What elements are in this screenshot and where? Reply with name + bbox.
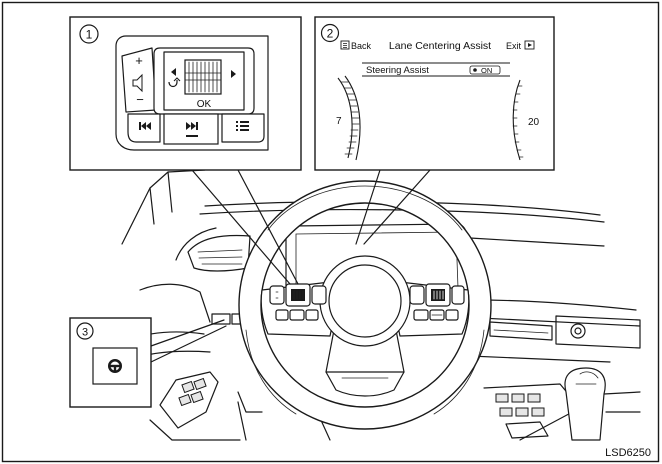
right-arrow-icon — [231, 70, 236, 78]
callout-3: 3 — [82, 327, 88, 339]
next-track-icon — [186, 122, 198, 137]
left-gauge: 7 — [336, 75, 361, 161]
inset-1-switch-panel: 1 + − OK — [69, 16, 302, 171]
back-label: Back — [351, 41, 372, 51]
left-arrow-icon — [171, 68, 176, 76]
back-icon — [340, 40, 350, 50]
inset-3-dash-switch: 3 — [69, 317, 152, 408]
left-gauge-value: 7 — [336, 116, 342, 127]
screen-title: Lane Centering Assist — [389, 40, 491, 52]
steering-assist-label: Steering Assist — [366, 65, 429, 76]
right-gauge: 20 — [512, 79, 540, 161]
ok-label: OK — [197, 99, 212, 110]
figure-code: LSD6250 — [605, 447, 651, 459]
previous-track-icon — [139, 122, 151, 130]
steering-wheel — [238, 180, 492, 430]
callout-2: 2 — [327, 27, 334, 41]
volume-minus-label: − — [136, 92, 144, 107]
volume-plus-label: + — [135, 53, 143, 68]
steering-assist-icon — [108, 359, 122, 373]
exit-label: Exit — [506, 41, 522, 51]
menu-list-button — [221, 113, 265, 143]
right-gauge-value: 20 — [528, 117, 540, 128]
steering-assist-toggle — [469, 65, 501, 75]
back-arrow-icon — [168, 77, 181, 88]
callout-1: 1 — [86, 28, 93, 42]
inset-2-display: 2 Back Lane Centering Assist Exit Steeri… — [314, 16, 555, 171]
steering-assist-row: Steering Assist ON — [362, 62, 510, 77]
volume-icon — [132, 73, 143, 93]
ok-roller-button — [184, 59, 222, 95]
steering-assist-state: ON — [481, 66, 492, 75]
leader-lines — [150, 169, 431, 363]
menu-list-icon — [236, 121, 249, 131]
exit-icon — [524, 40, 535, 50]
